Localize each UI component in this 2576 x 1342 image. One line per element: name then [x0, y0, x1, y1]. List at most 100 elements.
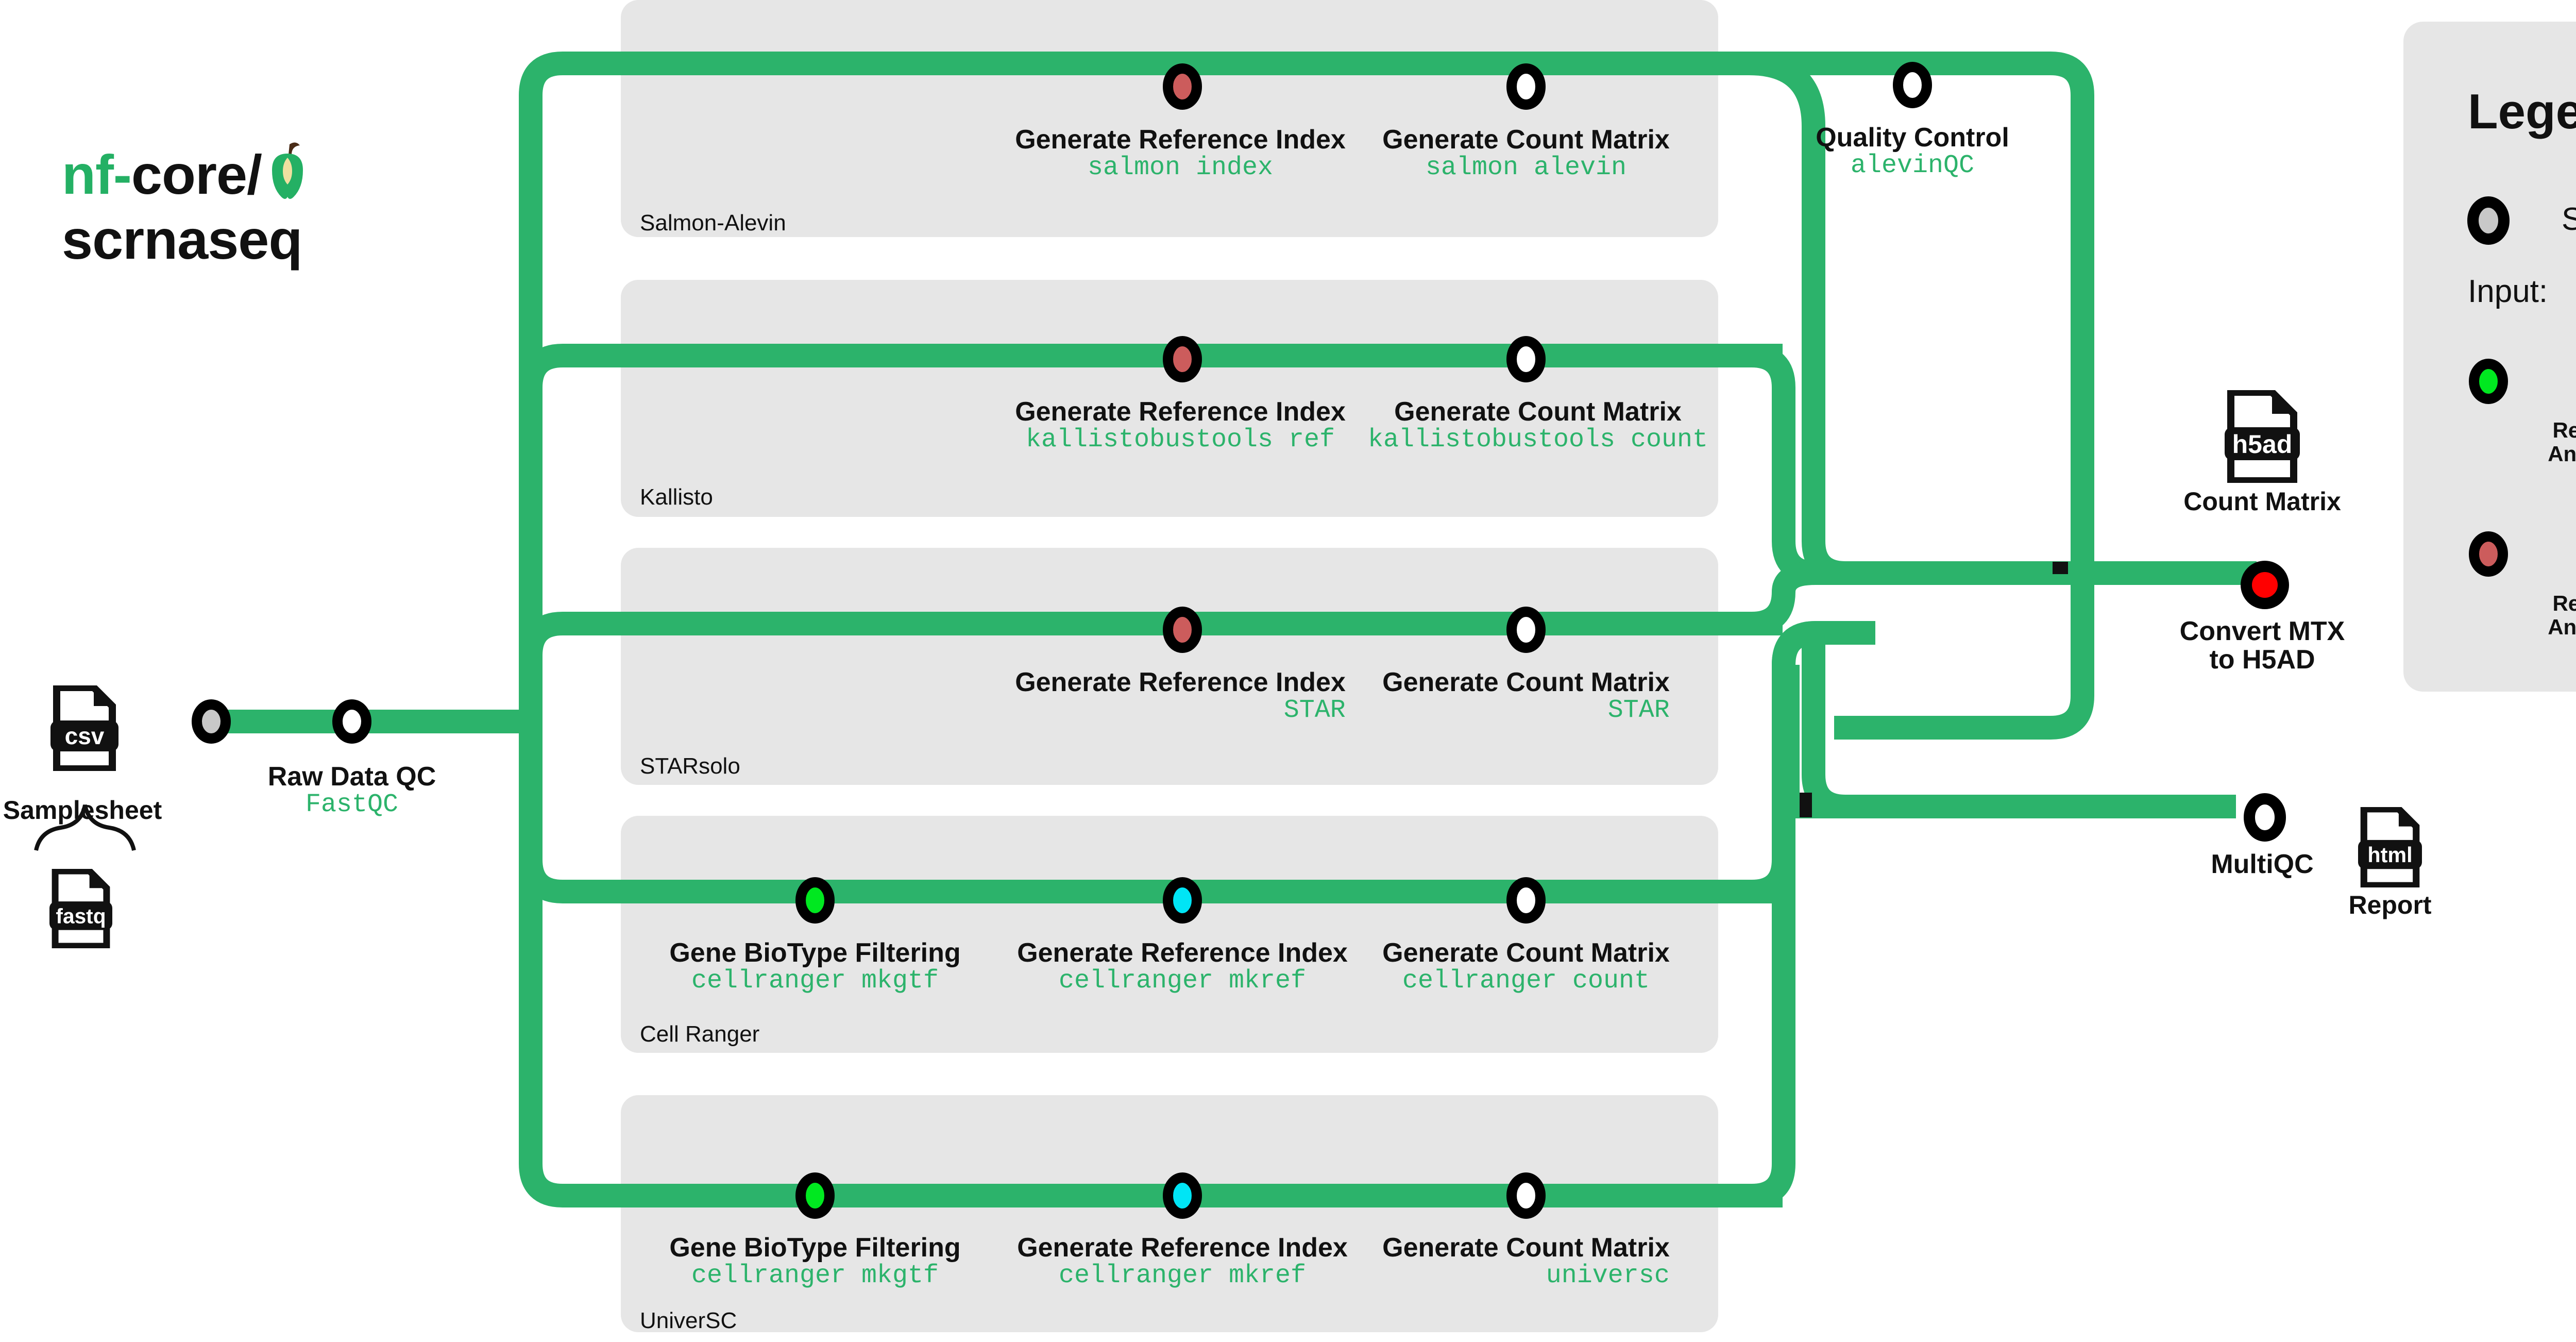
step-tool: salmon index — [1087, 153, 1274, 183]
step-salmon-alevin: Generate Count Matrix salmon alevin — [1382, 125, 1670, 183]
brand-apple-icon — [269, 140, 306, 203]
node-raw-data-qc[interactable] — [332, 699, 371, 744]
step-kallisto-count: Generate Count Matrix kallistobustools c… — [1367, 397, 1708, 455]
junction-tick-h5ad — [2053, 562, 2068, 574]
count-matrix-file-icon: h5ad — [2225, 389, 2300, 485]
convert-title-line2: to H5AD — [2209, 645, 2315, 675]
node-kallisto-ref[interactable] — [1163, 336, 1202, 382]
step-title: Generate Count Matrix — [1382, 125, 1670, 155]
multiqc-label: MultiQC — [2211, 849, 2314, 879]
step-title: Generate Reference Index — [1015, 397, 1346, 427]
legend-start-swatch — [2467, 196, 2510, 245]
brand-logo: nf-core/ scrnaseq — [62, 140, 306, 272]
convert-title-line1: Convert MTX — [2179, 616, 2345, 646]
step-tool: cellranger mkref — [1058, 1261, 1307, 1291]
rail-qc-down — [1834, 52, 2094, 740]
node-universc-mkref[interactable] — [1163, 1172, 1202, 1219]
node-universc-count[interactable] — [1506, 1172, 1546, 1219]
rail-branch-starsolo — [519, 612, 634, 722]
node-convert-mtx-to-h5ad[interactable] — [2241, 561, 2289, 609]
qc-tool: alevinQC — [1850, 151, 1975, 181]
step-kallisto-ref: Generate Reference Index kallistobustool… — [1015, 397, 1346, 455]
card-starsolo — [621, 548, 1718, 785]
brand-pipeline-name: scrnaseq — [62, 208, 302, 271]
step-universc-mkgtf: Gene BioType Filtering cellranger mkgtf — [669, 1233, 961, 1289]
legend-panel — [2403, 22, 2576, 692]
step-tool: STAR — [1283, 696, 1346, 726]
legend-input-label: Input: — [2468, 274, 2548, 309]
legend-caption-line1: Reference — [2552, 591, 2576, 615]
raw-data-qc-title: Raw Data QC — [267, 762, 436, 792]
step-title: Generate Count Matrix — [1382, 938, 1670, 968]
svg-text:h5ad: h5ad — [2232, 430, 2293, 459]
node-multiqc[interactable] — [2244, 793, 2286, 842]
step-title: Generate Reference Index — [1015, 125, 1346, 155]
legend-start-label: Start — [2562, 202, 2576, 237]
legend-caption-line2: Annotation — [2548, 442, 2576, 466]
step-cellranger-count: Generate Count Matrix cellranger count — [1382, 938, 1670, 996]
step-tool: STAR — [1607, 696, 1670, 726]
node-kallisto-count[interactable] — [1506, 336, 1546, 382]
step-tool: universc — [1546, 1261, 1670, 1291]
node-universc-mkgtf[interactable] — [795, 1172, 835, 1219]
svg-text:fastq: fastq — [56, 904, 106, 928]
brand-org-suffix: core/ — [131, 143, 262, 206]
rail-salmon-to-qc — [1749, 52, 1906, 585]
report-label: Report — [2348, 891, 2432, 919]
report-file-icon: html — [2358, 806, 2422, 890]
step-tool: salmon alevin — [1425, 153, 1627, 183]
node-star-count[interactable] — [1506, 607, 1546, 653]
legend-swatch-gtf-red — [2469, 531, 2508, 577]
node-cellranger-mkref[interactable] — [1163, 877, 1202, 924]
samplesheet-label: Samplesheet — [3, 796, 162, 825]
qc-title: Quality Control — [1816, 123, 2009, 153]
count-matrix-label: Count Matrix — [2183, 487, 2341, 516]
step-cellranger-mkgtf: Gene BioType Filtering cellranger mkgtf — [669, 938, 961, 996]
card-universc — [621, 1095, 1718, 1332]
step-tool: cellranger mkgtf — [691, 966, 939, 996]
raw-data-qc-label: Raw Data QC FastQC — [267, 762, 436, 818]
legend-swatch-gtf-green — [2469, 359, 2508, 404]
convert-mtx-label: Convert MTX to H5AD — [2180, 617, 2345, 674]
node-quality-control[interactable] — [1893, 62, 1932, 108]
card-kallisto — [621, 280, 1718, 517]
step-title: Generate Count Matrix — [1394, 397, 1682, 427]
node-salmon-index[interactable] — [1163, 63, 1202, 110]
legend-title: Legend — [2468, 84, 2576, 139]
step-tool: kallistobustools ref — [1025, 425, 1335, 455]
step-tool: cellranger mkref — [1058, 966, 1307, 996]
step-title: Generate Reference Index — [1017, 1233, 1348, 1263]
step-title: Gene BioType Filtering — [669, 1233, 961, 1263]
node-salmon-alevin[interactable] — [1506, 63, 1546, 110]
junction-tick-multiqc — [1800, 793, 1812, 817]
card-cellranger — [621, 816, 1718, 1053]
rail-branch-universc — [519, 722, 634, 1207]
step-star-index: Generate Reference Index STAR — [1015, 668, 1346, 724]
step-title: Generate Count Matrix — [1382, 1233, 1670, 1263]
step-quality-control: Quality Control alevinQC — [1816, 123, 2009, 181]
rail-merge-starsolo — [1751, 561, 1875, 635]
step-star-count: Generate Count Matrix STAR — [1382, 668, 1670, 724]
node-start-input[interactable] — [192, 699, 231, 744]
samplesheet-file-icon: csv — [50, 684, 118, 774]
legend-gtf-caption-2: Reference Annotation — [2548, 591, 2576, 639]
node-cellranger-mkgtf[interactable] — [795, 877, 835, 924]
legend-gtf-caption-1: Reference Annotation — [2548, 418, 2576, 466]
step-tool: kallistobustools count — [1367, 425, 1708, 455]
svg-text:csv: csv — [65, 723, 105, 749]
step-cellranger-mkref: Generate Reference Index cellranger mkre… — [1017, 938, 1348, 996]
step-title: Generate Reference Index — [1017, 938, 1348, 968]
step-tool: cellranger count — [1402, 966, 1650, 996]
legend-caption-line1: Reference — [2552, 418, 2576, 442]
node-cellranger-count[interactable] — [1506, 877, 1546, 924]
step-title: Generate Reference Index — [1015, 667, 1346, 697]
node-star-index[interactable] — [1163, 607, 1202, 653]
samplesheet-brace — [34, 804, 136, 851]
step-universc-mkref: Generate Reference Index cellranger mkre… — [1017, 1233, 1348, 1291]
card-label-kallisto: Kallisto — [640, 484, 713, 510]
step-title: Gene BioType Filtering — [669, 938, 961, 968]
step-universc-count: Generate Count Matrix universc — [1382, 1233, 1670, 1291]
